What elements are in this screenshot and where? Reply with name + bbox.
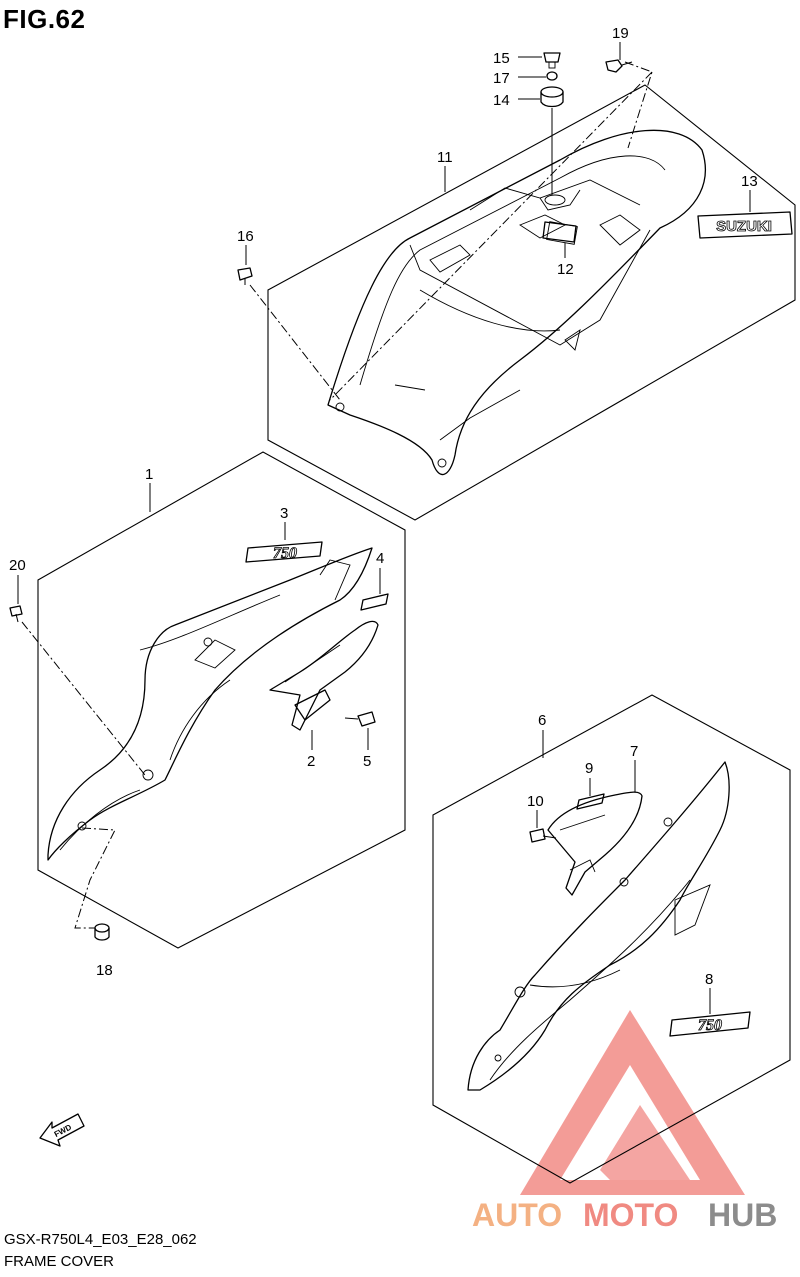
callout-12: 12: [557, 261, 574, 278]
right-frame-cover-panel-outline: [432, 694, 791, 1184]
callout-11: 11: [437, 149, 453, 166]
label-9: [576, 793, 605, 810]
callout-3: 3: [280, 505, 288, 522]
callout-6: 6: [538, 712, 546, 729]
suzuki-emblem-text: SUZUKI: [716, 218, 772, 235]
callout-8: 8: [705, 971, 713, 988]
emblem-750-part-8: 750: [669, 1011, 751, 1037]
left-frame-cover-panel-outline: [37, 451, 406, 949]
fwd-direction-arrow: FWD: [39, 1113, 85, 1147]
watermark-auto: AUTO: [472, 1197, 562, 1233]
right-inner-cover-7: [547, 791, 643, 896]
callout-14: 14: [493, 92, 510, 109]
watermark-text: AUTO MOTO HUB: [472, 1197, 777, 1233]
seat-tail-panel-outline: [267, 84, 796, 521]
suzuki-emblem-13: SUZUKI: [697, 211, 793, 239]
bolt-20: [9, 605, 23, 623]
label-4: [360, 593, 389, 611]
watermark-logo: [520, 1010, 745, 1195]
watermark-hub: HUB: [708, 1197, 777, 1233]
fwd-text: FWD: [53, 1122, 74, 1139]
left-inner-cover-2: [269, 620, 379, 731]
right-frame-cover: [467, 761, 730, 1091]
callout-2: 2: [307, 753, 315, 770]
screw-15: [543, 52, 561, 69]
callout-13: 13: [741, 173, 758, 190]
grommet-18: [94, 923, 110, 941]
callout-19: 19: [612, 25, 629, 42]
callout-4: 4: [376, 550, 384, 567]
washer-17: [546, 71, 558, 81]
callout-5: 5: [363, 753, 371, 770]
callout-16: 16: [237, 228, 254, 245]
cushion-14: [540, 86, 564, 108]
seat-tail-cover: [327, 129, 706, 476]
callout-9: 9: [585, 760, 593, 777]
figure-title: FIG.62: [3, 4, 86, 34]
emblem-3-text: 750: [273, 545, 297, 562]
clip-19: [605, 59, 633, 73]
watermark-moto: MOTO: [583, 1197, 678, 1233]
screw-10: [529, 828, 557, 843]
callout-10: 10: [527, 793, 544, 810]
section-name: FRAME COVER: [4, 1253, 115, 1270]
emblem-750-part-3: 750: [245, 541, 323, 563]
callout-18: 18: [96, 962, 113, 979]
left-frame-cover: [47, 547, 373, 861]
label-12: [542, 221, 577, 243]
callout-1: 1: [145, 466, 153, 483]
callout-17: 17: [493, 70, 510, 87]
bolt-16: [237, 267, 253, 285]
callout-15: 15: [493, 50, 510, 67]
diagram-code: GSX-R750L4_E03_E28_062: [4, 1231, 197, 1248]
emblem-8-text: 750: [698, 1017, 722, 1034]
screw-5: [344, 711, 376, 727]
callout-20: 20: [9, 557, 26, 574]
callout-7: 7: [630, 743, 638, 760]
